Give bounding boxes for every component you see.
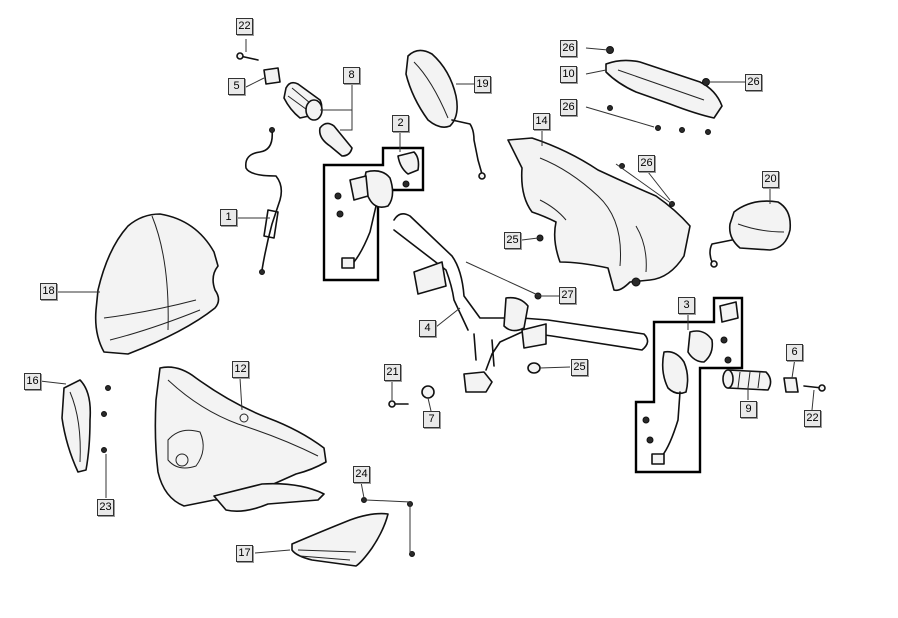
callout-20: 20 [762, 171, 779, 188]
callout-21: 21 [384, 364, 401, 381]
callout-9: 9 [740, 401, 757, 418]
leader-lines [39, 39, 815, 554]
callout-1: 1 [220, 209, 237, 226]
mirror-left-part [405, 49, 486, 180]
callout-4: 4 [419, 320, 436, 337]
callout-16: 16 [24, 373, 41, 390]
callout-22-top: 22 [236, 18, 253, 35]
front-fairing-part [154, 366, 327, 512]
callout-12: 12 [232, 361, 249, 378]
group-box-left-switch [322, 146, 425, 282]
callout-23: 25 [504, 232, 521, 249]
mirror-right-part [709, 200, 792, 268]
windscreen-part [94, 213, 220, 355]
callout-5: 5 [228, 78, 245, 95]
callout-6: 6 [786, 344, 803, 361]
meter-panel-part [605, 46, 723, 135]
left-switch-part [334, 151, 420, 269]
callout-17: 17 [236, 545, 253, 562]
bar-end-weight-right-part [783, 377, 799, 393]
callout-25-right: 26 [745, 74, 762, 91]
callout-14: 14 [533, 113, 550, 130]
callout-8: 8 [343, 67, 360, 84]
group-box-right-switch [634, 296, 744, 474]
callout-26-left: 23 [97, 499, 114, 516]
callout-10: 10 [560, 66, 577, 83]
grip-right-part [722, 369, 772, 391]
right-switch-part [642, 301, 739, 465]
callout-26-right: 26 [638, 155, 655, 172]
small-hardware-parts [101, 163, 675, 557]
bolt-top-part [236, 52, 259, 61]
callout-3: 3 [678, 297, 695, 314]
rear-cover-part [507, 137, 691, 292]
callout-26-top: 26 [560, 99, 577, 116]
lower-panel-part [291, 512, 389, 567]
callout-18: 18 [40, 283, 57, 300]
callout-2: 2 [392, 115, 409, 132]
callout-24: 25 [571, 359, 588, 376]
bar-end-weight-left-part [263, 67, 281, 85]
bolt-right-part [803, 384, 826, 392]
handlebar-part [393, 212, 649, 393]
callout-7: 7 [423, 411, 440, 428]
side-cover-part [61, 379, 92, 473]
callout-25-top: 26 [560, 40, 577, 57]
callout-19: 19 [474, 76, 491, 93]
throttle-cable-part [244, 127, 283, 275]
callout-22-right: 22 [804, 410, 821, 427]
callout-27: 27 [559, 287, 576, 304]
grip-left-part [283, 81, 353, 157]
callout-26-bottom: 24 [353, 466, 370, 483]
